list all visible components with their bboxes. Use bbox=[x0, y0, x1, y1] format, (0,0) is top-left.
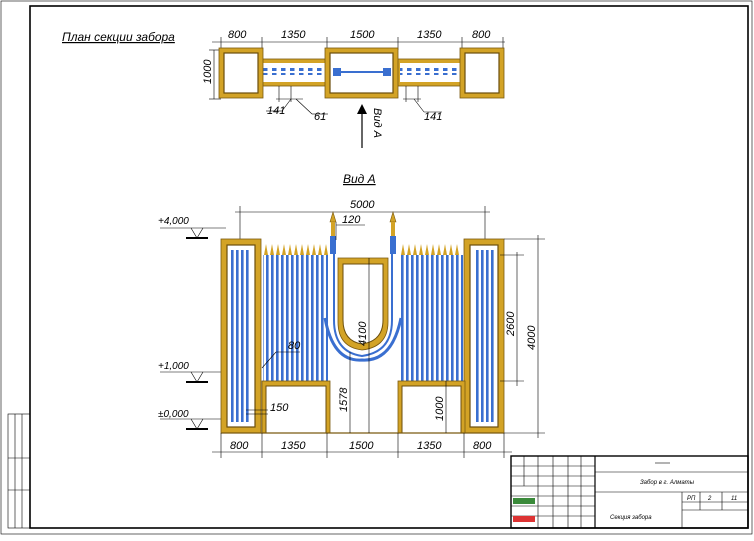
plan-callouts: 141 61 141 bbox=[266, 86, 442, 123]
slat-tip bbox=[437, 244, 441, 255]
plan-drawing bbox=[218, 47, 505, 99]
title-block: Забор в г. Алматы Секция забора РП 2 11 bbox=[510, 455, 749, 529]
titleblock-project: Забор в г. Алматы bbox=[640, 480, 695, 486]
slat-tip bbox=[264, 244, 268, 255]
plan-callout-141-left: 141 bbox=[267, 105, 285, 117]
slat-tip bbox=[312, 244, 316, 255]
slat-tip bbox=[306, 244, 310, 255]
view-dim-80: 80 bbox=[288, 340, 301, 352]
view-arrow-label: Вид А bbox=[371, 108, 383, 138]
plan-dim-1500: 1500 bbox=[350, 29, 375, 41]
slat-tip bbox=[401, 244, 405, 255]
sheet-inner-frame bbox=[29, 5, 749, 529]
view-dim-2600: 2600 bbox=[505, 311, 517, 337]
level-marks: +4,000 +1,000 ±0,000 bbox=[158, 216, 226, 430]
side-stamp bbox=[7, 413, 31, 529]
view-slat-tips bbox=[264, 244, 459, 255]
plan-dim-1350-b: 1350 bbox=[417, 29, 442, 41]
view-dim-overall: 5000 bbox=[235, 199, 490, 240]
slat-tip bbox=[413, 244, 417, 255]
view-dim-1000: 1000 bbox=[434, 396, 446, 421]
titleblock-sheet: 2 bbox=[707, 496, 712, 502]
view-dimension-bottom: 800 1350 1500 1350 800 bbox=[212, 433, 512, 458]
view-dim-800-b: 800 bbox=[473, 440, 492, 452]
view-dim-1578: 1578 bbox=[338, 387, 350, 412]
slat-tip bbox=[419, 244, 423, 255]
plan-dim-800-a: 800 bbox=[228, 29, 247, 41]
view-dims-inner: 120 80 150 4100 1578 1000 bbox=[246, 214, 447, 433]
plan-dim-1000: 1000 bbox=[202, 59, 214, 84]
view-panel-right bbox=[401, 255, 463, 382]
slat-tip bbox=[449, 244, 453, 255]
slat-tip bbox=[288, 244, 292, 255]
plan-callout-141-right: 141 bbox=[424, 111, 442, 123]
view-dim-800-a: 800 bbox=[230, 440, 249, 452]
plan-dim-1350-a: 1350 bbox=[281, 29, 306, 41]
view-dim-1350-a: 1350 bbox=[281, 440, 306, 452]
plan-callout-61: 61 bbox=[314, 111, 326, 123]
plan-title: План секции забора bbox=[62, 30, 175, 44]
level-plus-4000: +4,000 bbox=[158, 216, 189, 227]
slat-tip bbox=[324, 244, 328, 255]
level-plus-1000: +1,000 bbox=[158, 361, 189, 372]
slat-tip bbox=[407, 244, 411, 255]
slat-tip bbox=[425, 244, 429, 255]
view-panel-left bbox=[263, 255, 328, 382]
view-dim-4000: 4000 bbox=[526, 325, 538, 350]
view-dim-4100: 4100 bbox=[357, 321, 369, 346]
slat-tip bbox=[455, 244, 459, 255]
slat-tip bbox=[443, 244, 447, 255]
view-dim-1500: 1500 bbox=[349, 440, 374, 452]
view-arrow: Вид А bbox=[357, 104, 383, 148]
plan-dim-800-b: 800 bbox=[472, 29, 491, 41]
view-drawing bbox=[220, 210, 505, 434]
titleblock-stage: РП bbox=[687, 496, 696, 502]
slat-tip bbox=[431, 244, 435, 255]
slat-tip bbox=[294, 244, 298, 255]
slat-tip bbox=[276, 244, 280, 255]
view-dim-1350-b: 1350 bbox=[417, 440, 442, 452]
view-dim-150: 150 bbox=[270, 402, 289, 414]
view-dims-right: 2600 4000 bbox=[500, 235, 545, 438]
level-zero: ±0,000 bbox=[158, 409, 189, 420]
view-dim-120: 120 bbox=[342, 214, 361, 226]
slat-tip bbox=[318, 244, 322, 255]
plan-dimension-top: 800 1350 1500 1350 800 bbox=[212, 29, 505, 50]
slat-tip bbox=[282, 244, 286, 255]
view-title: Вид А bbox=[343, 172, 376, 186]
slat-tip bbox=[300, 244, 304, 255]
titleblock-sheet-name: Секция забора bbox=[610, 515, 652, 521]
slat-tip bbox=[270, 244, 274, 255]
titleblock-sheets: 11 bbox=[731, 496, 737, 502]
view-dim-5000: 5000 bbox=[350, 199, 375, 211]
